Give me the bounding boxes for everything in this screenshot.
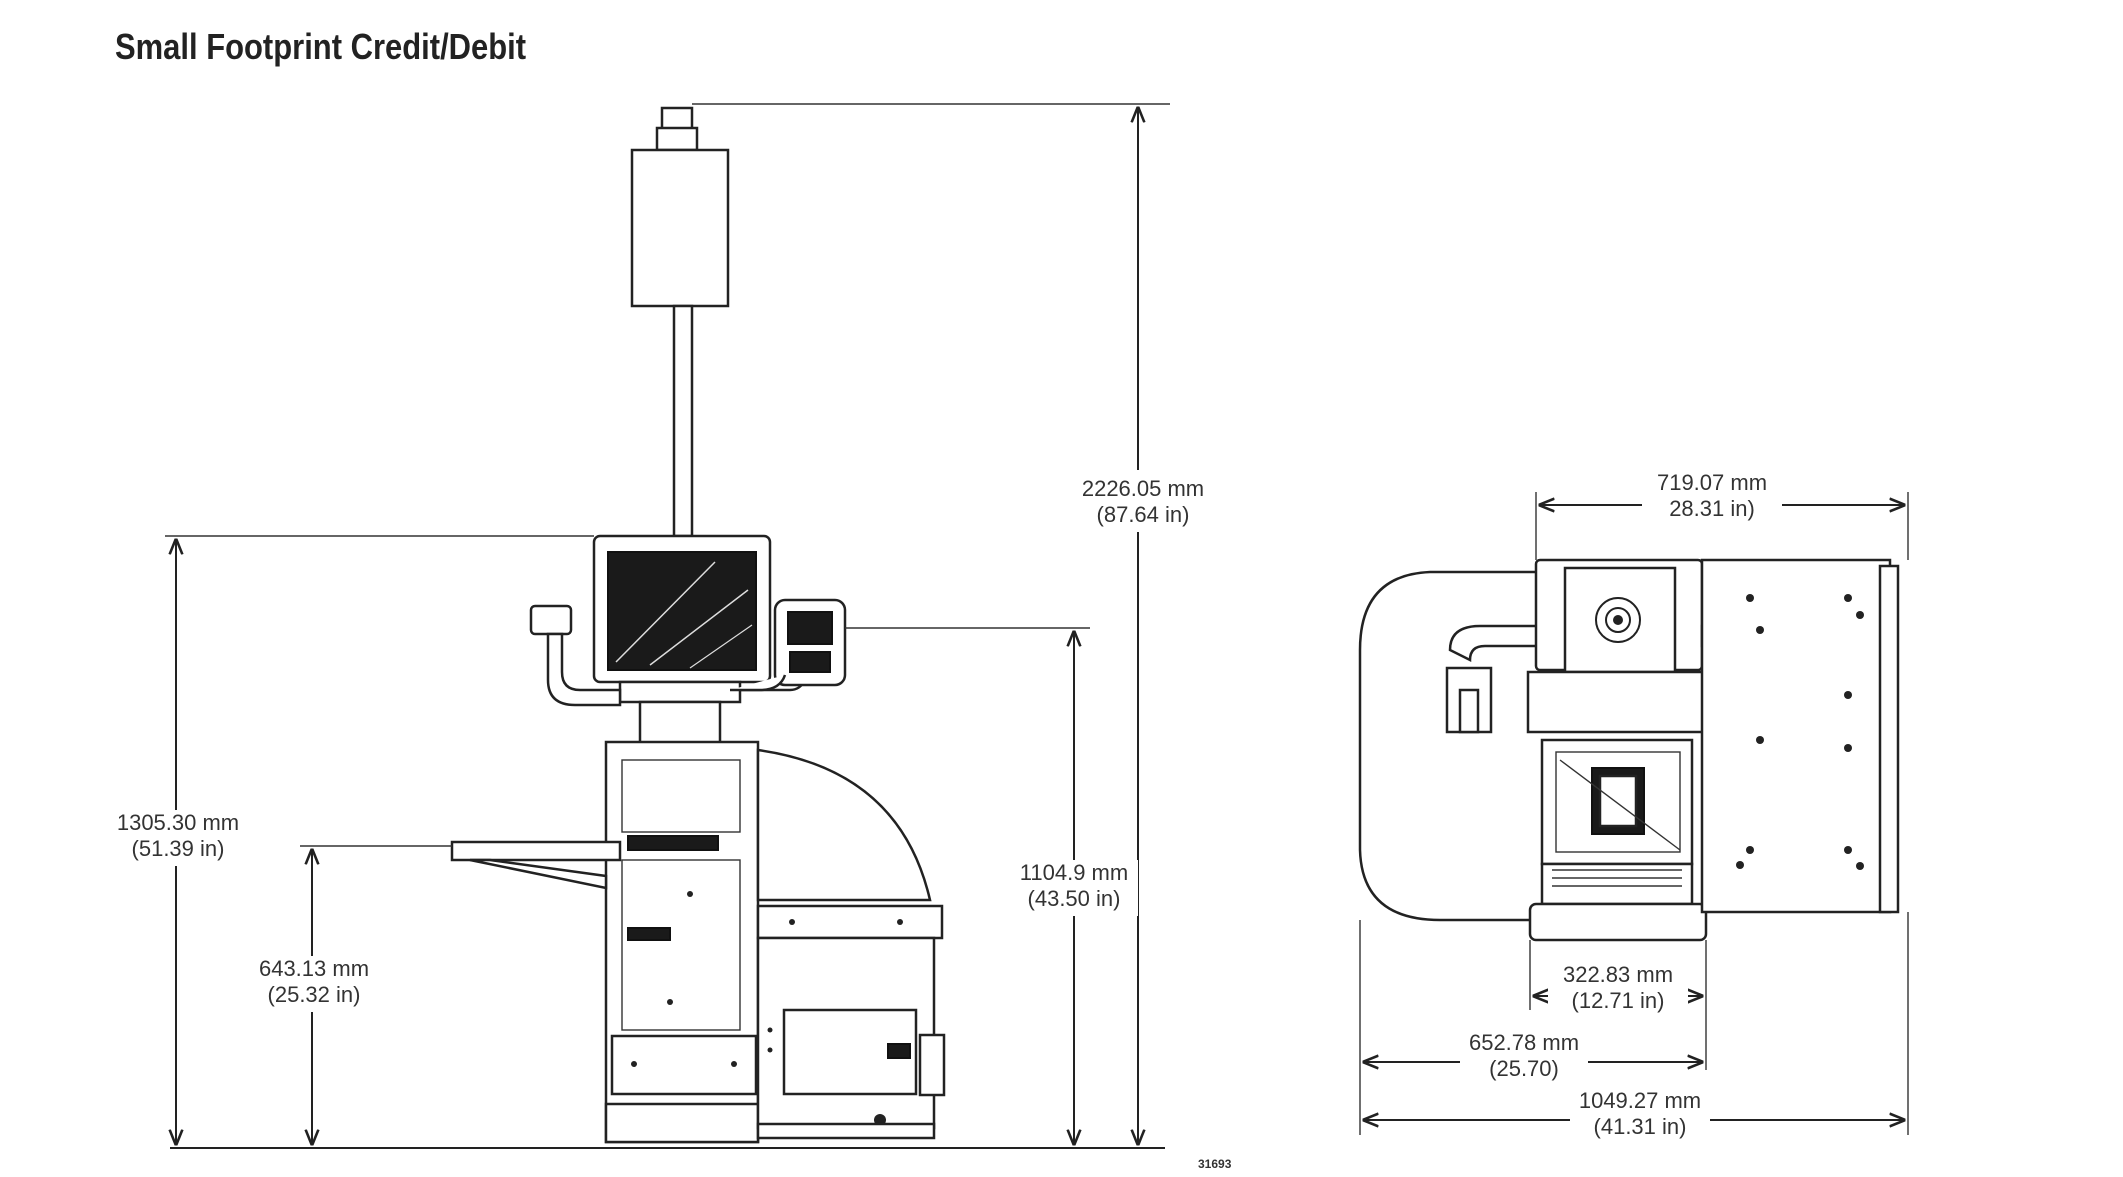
kiosk-cabinet [604, 740, 760, 1144]
bag-width-label-bg [1460, 1030, 1588, 1086]
monitor-height-mm: 1305.30 mm [117, 810, 239, 835]
top-width-label-bg [1642, 470, 1782, 526]
figure-number: 31693 [1198, 1157, 1232, 1171]
core-width-mm: 322.83 mm [1563, 962, 1673, 987]
bag-width-in: (25.70) [1489, 1056, 1559, 1081]
core-width-label-bg [1548, 962, 1688, 1018]
central-unit-top [1526, 558, 1708, 942]
light-pole [630, 106, 730, 538]
overall-width-mm: 1049.27 mm [1579, 1088, 1701, 1113]
top-width-in: 28.31 in) [1669, 496, 1755, 521]
bag-shelf [450, 840, 622, 890]
total-height-in: (87.64 in) [1097, 502, 1190, 527]
core-width-in: (12.71 in) [1572, 988, 1665, 1013]
monitor-height-label-bg [108, 810, 248, 866]
bag-area-top [1700, 558, 1900, 914]
touch-monitor [592, 534, 772, 746]
total-height-label-bg [1068, 470, 1214, 532]
bagging-area [756, 748, 946, 1140]
overall-width-label-bg [1570, 1088, 1710, 1144]
bag-platform-outline [1358, 570, 1540, 922]
pinpad-device [730, 598, 847, 692]
pinpad-height-in: (43.50 in) [1028, 886, 1121, 911]
overall-width-in: (41.31 in) [1594, 1114, 1687, 1139]
bag-width-mm: 652.78 mm [1469, 1030, 1579, 1055]
total-height-mm: 2226.05 mm [1082, 476, 1204, 501]
monitor-height-in: (51.39 in) [132, 836, 225, 861]
diagram-title: Small Footprint Credit/Debit [115, 26, 527, 67]
counter-height-label-bg [244, 956, 380, 1012]
side-view: 2226.05 mm (87.64 in) 1305.30 mm (51.39 … [108, 103, 1232, 1171]
counter-height-in: (25.32 in) [268, 982, 361, 1007]
pinpad-height-label-bg [1010, 860, 1138, 916]
scanner-handle [529, 604, 622, 707]
counter-height-mm: 643.13 mm [259, 956, 369, 981]
pinpad-height-mm: 1104.9 mm [1020, 860, 1128, 885]
top-view: 719.07 mm 28.31 in) 322.83 mm (12.71 in)… [1358, 470, 1909, 1144]
top-width-mm: 719.07 mm [1657, 470, 1767, 495]
